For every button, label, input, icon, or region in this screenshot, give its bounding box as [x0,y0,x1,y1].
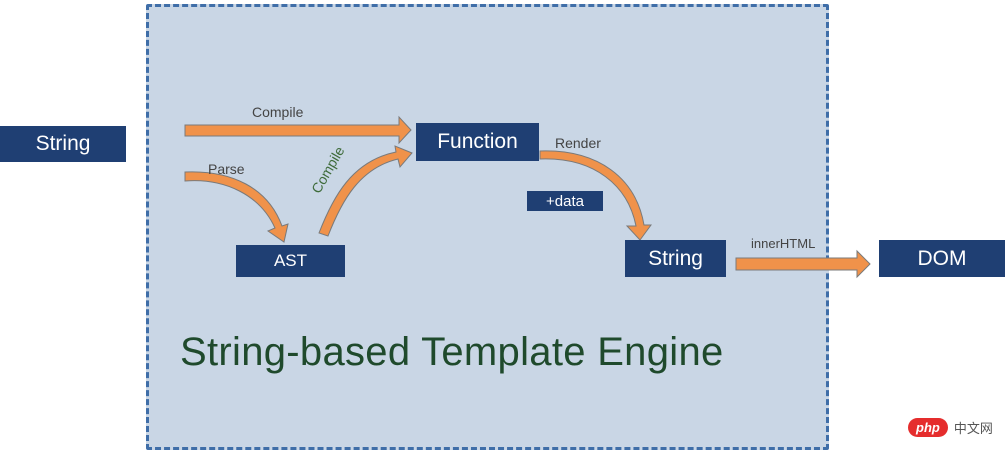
data-node: +data [527,191,603,211]
watermark-text: 中文网 [953,421,993,436]
engine-title: String-based Template Engine [180,330,724,374]
watermark: php 中文网 [908,418,993,437]
innerhtml-label: innerHTML [751,236,816,251]
compile-curve-arrow [318,145,413,237]
compile-arrow [184,115,412,145]
dom-node: DOM [879,240,1005,277]
php-logo-icon: php [908,418,948,437]
string-output-node: String [625,240,726,277]
ast-node: AST [236,245,345,277]
render-label: Render [555,135,601,151]
compile-label: Compile [252,104,304,120]
string-input-node: String [0,126,126,162]
parse-label: Parse [208,161,245,177]
render-arrow [539,150,652,241]
function-node: Function [416,123,539,161]
innerhtml-arrow [735,249,871,279]
parse-arrow [184,171,289,243]
engine-boundary [146,4,829,450]
